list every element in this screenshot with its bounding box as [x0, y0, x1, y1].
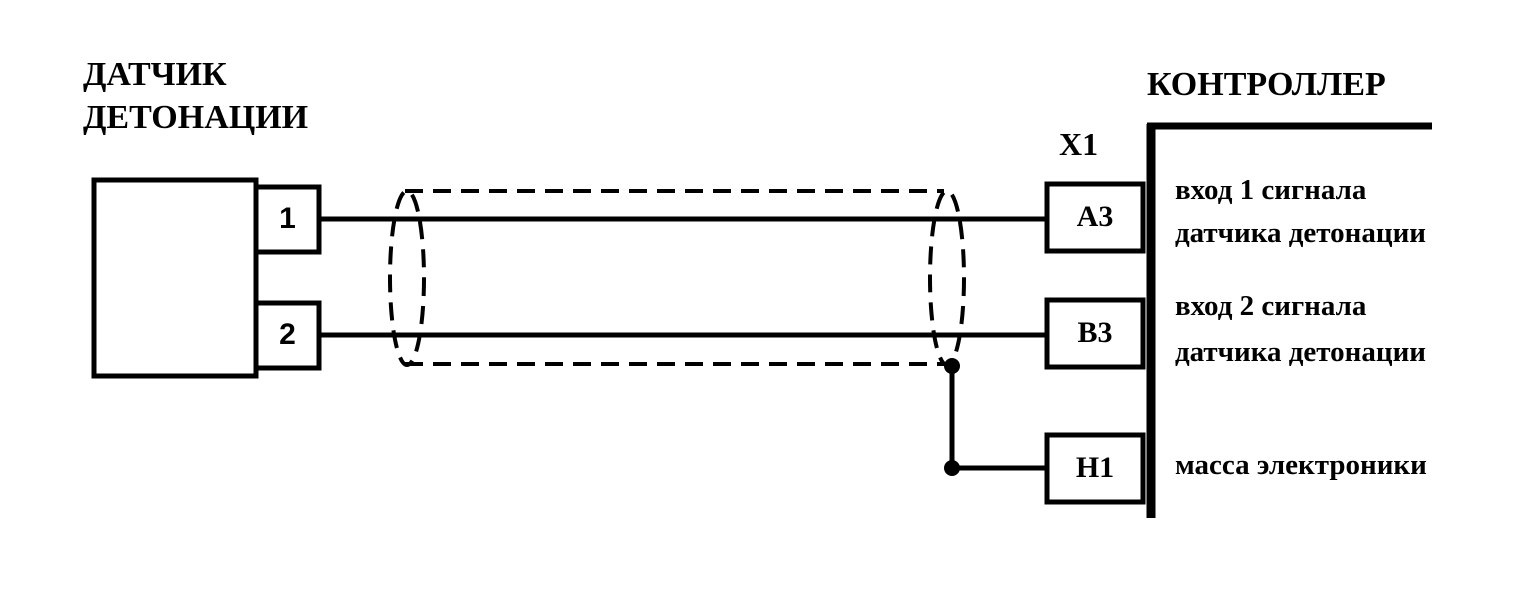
pin-a3-desc-line1: вход 1 сигнала — [1175, 174, 1367, 206]
controller-title: КОНТРОЛЛЕР — [1147, 66, 1386, 103]
sensor-pin1-label: 1 — [279, 202, 296, 235]
sensor-body — [91, 177, 259, 379]
sensor-pin2-label: 2 — [279, 318, 296, 351]
sensor-title-line1: ДАТЧИК — [83, 56, 227, 93]
controller-pin-a3-label: A3 — [1076, 200, 1114, 233]
controller-pin-h1-box — [1044, 432, 1146, 505]
controller-pin-a3-box — [1044, 181, 1146, 254]
shield-junction-dot — [944, 358, 960, 374]
controller-pin-b3-box — [1044, 297, 1146, 370]
sensor-title-line2: ДЕТОНАЦИИ — [83, 99, 309, 136]
pin-b3-desc-line1: вход 2 сигнала — [1175, 290, 1367, 322]
controller-pin-h1-label: H1 — [1075, 451, 1115, 484]
pin-a3-desc-line2: датчика детонации — [1175, 217, 1426, 249]
controller-pin-b3-label: B3 — [1077, 316, 1113, 349]
pin-b3-desc-line2: датчика детонации — [1175, 336, 1426, 368]
ground-junction-dot — [944, 460, 960, 476]
connector-label: X1 — [1059, 126, 1099, 162]
pin-h1-desc: масса электроники — [1175, 449, 1427, 481]
